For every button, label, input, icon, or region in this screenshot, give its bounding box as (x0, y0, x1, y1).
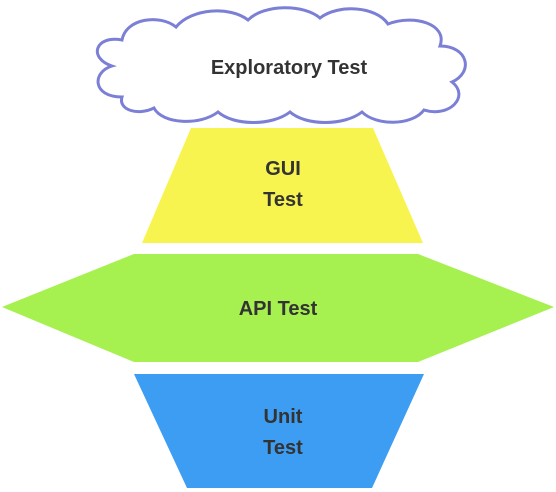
gui-test-label-line2: Test (263, 189, 303, 211)
api-test-label: API Test (239, 298, 318, 320)
api-test-layer: API Test (2, 254, 554, 362)
unit-test-label-line2: Test (263, 437, 303, 459)
api-hexagon (2, 254, 554, 362)
unit-test-layer: Unit Test (134, 374, 424, 488)
unit-inverted-trapezoid (134, 374, 424, 488)
gui-trapezoid (142, 128, 423, 243)
gui-test-label-line1: GUI (265, 158, 301, 180)
exploratory-test-layer: Exploratory Test (95, 6, 467, 124)
unit-test-label-line1: Unit (264, 406, 303, 428)
cloud-shape (95, 6, 467, 124)
exploratory-test-label: Exploratory Test (211, 57, 368, 79)
gui-test-layer: GUI Test (142, 128, 423, 243)
